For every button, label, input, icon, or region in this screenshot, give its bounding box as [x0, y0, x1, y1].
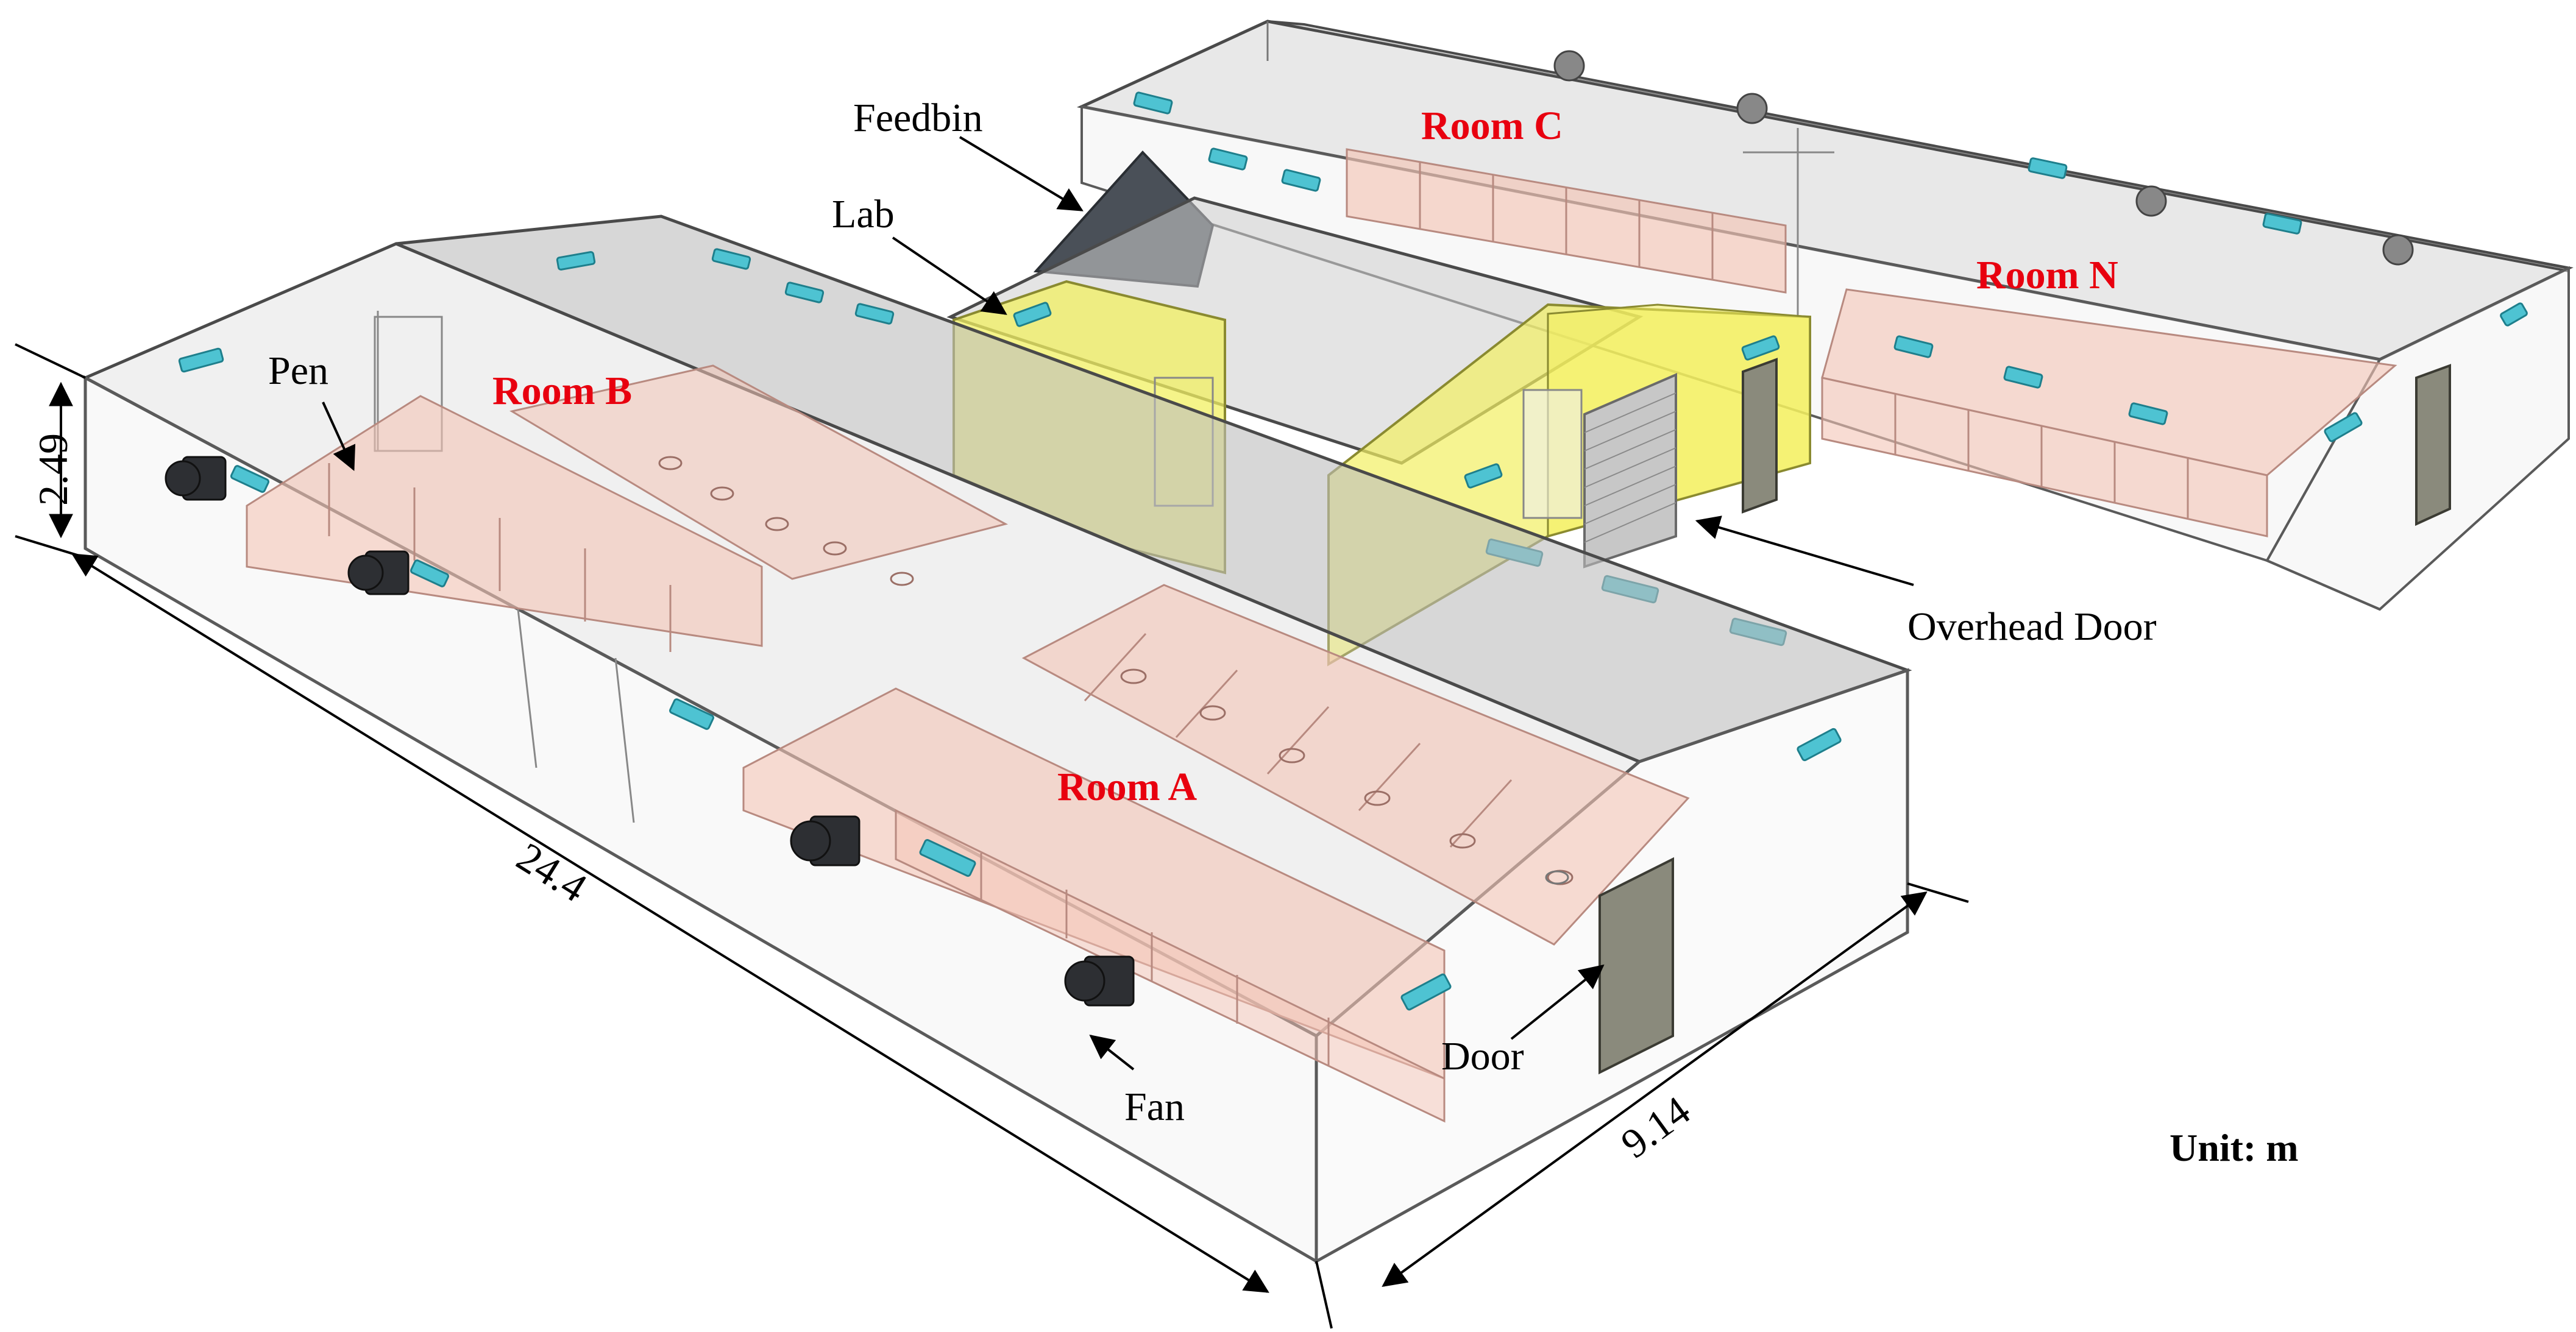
overhead-door-label: Overhead Door — [1907, 604, 2157, 649]
back-base-line — [2266, 559, 2380, 611]
pen-label: Pen — [268, 349, 328, 393]
unit-value: : m — [2243, 1126, 2299, 1169]
unit-label: Unit — [2170, 1126, 2244, 1169]
room-c-label: Room C — [1421, 104, 1563, 148]
height-dimension-label: 2.49 — [30, 433, 76, 506]
length-dimension-label: 24.4 — [509, 834, 595, 912]
middle-connector — [946, 151, 1811, 667]
fan-arrow — [1089, 1034, 1135, 1071]
fan-2 — [347, 550, 410, 595]
back-building-door — [2415, 364, 2451, 526]
room-n-label: Room N — [1976, 253, 2118, 297]
door-label: Door — [1441, 1034, 1524, 1079]
feedbin-arrow — [959, 136, 1084, 211]
room-a-label: Room A — [1057, 765, 1198, 809]
unit-note: Unit: m — [2170, 1126, 2299, 1169]
feedbin-label: Feedbin — [853, 96, 983, 140]
callout-arrows — [322, 136, 1914, 1071]
door-arrow — [1510, 964, 1605, 1040]
fan-3 — [790, 815, 860, 866]
room-labels: Room B Room A Room C Room N — [492, 104, 2118, 809]
lab-label: Lab — [832, 192, 895, 236]
width-dimension-label: 9.14 — [1613, 1087, 1698, 1167]
lab-arrow — [892, 236, 1007, 315]
fan-4 — [1064, 955, 1135, 1007]
front-end-door — [1598, 857, 1674, 1075]
pen-arrow — [322, 402, 356, 472]
overhead-door-arrow — [1695, 515, 1914, 586]
room-b-label: Room B — [492, 369, 632, 413]
fan-label: Fan — [1124, 1085, 1185, 1129]
svg-text:Unit: m: Unit: m — [2170, 1126, 2299, 1169]
fan-1 — [165, 456, 227, 501]
dimension-lines — [15, 343, 1969, 1329]
callout-labels: Pen Feedbin Lab Overhead Door Door Fan — [268, 96, 2157, 1129]
connector-side-door — [1742, 358, 1778, 514]
